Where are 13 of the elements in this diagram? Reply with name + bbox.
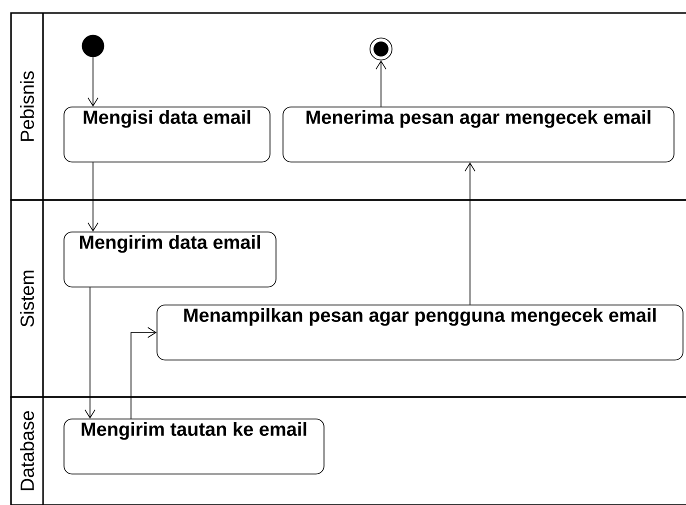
arrow: [88, 56, 98, 107]
arrow: [376, 60, 386, 107]
arrow: [84, 287, 96, 419]
arrow: [130, 327, 157, 419]
action-box: Menampilkan pesan agar pengguna mengecek email: [156, 304, 684, 360]
arrow: [464, 162, 476, 305]
action-box: Mengirim data email: [64, 232, 276, 288]
initial-node: [82, 34, 104, 58]
action-box: Mengirim tautan ke email: [64, 418, 324, 474]
final-node: [370, 38, 392, 60]
action-box: Menerima pesan agar mengecek email: [282, 106, 674, 162]
action-box: Mengisi data email: [64, 106, 270, 162]
arrow: [88, 162, 98, 232]
